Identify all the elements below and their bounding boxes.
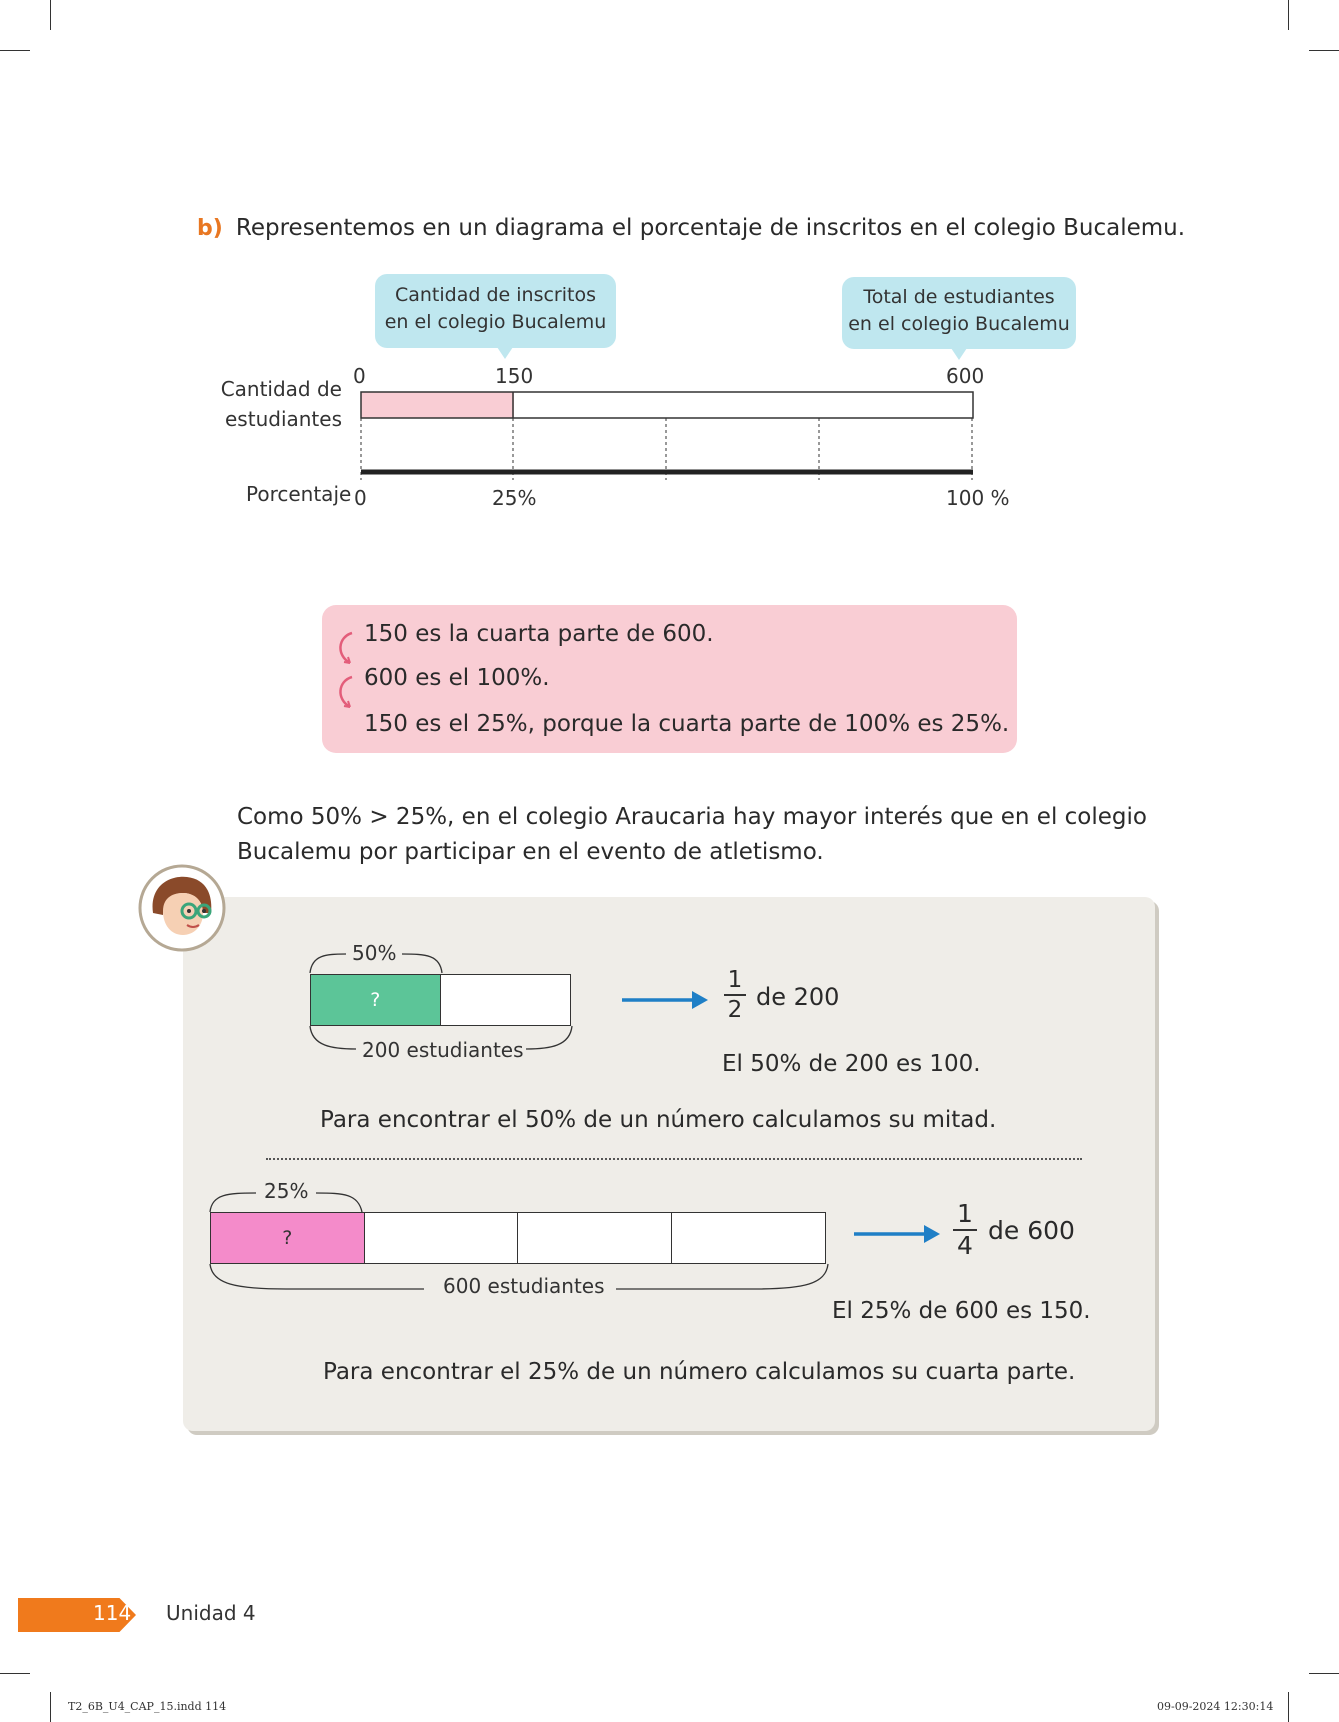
example2-fraction-denominator: 4 — [957, 1231, 973, 1260]
crop-mark — [1288, 1692, 1289, 1722]
example2-result: El 25% de 600 es 150. — [832, 1298, 1091, 1324]
crop-mark — [1309, 1673, 1339, 1674]
bubble-inscritos: Cantidad de inscritos en el colegio Buca… — [375, 274, 616, 348]
row-label-percent: Porcentaje — [246, 482, 352, 506]
example2-bar: ? — [210, 1212, 826, 1264]
example2-fraction-text: de 600 — [988, 1216, 1075, 1245]
example1-percent-label: 50% — [352, 941, 397, 965]
example2-percent-label: 25% — [264, 1179, 309, 1203]
example1-fraction-text: de 200 — [756, 983, 840, 1011]
explanation-line: 150 es el 25%, porque la cuarta parte de… — [364, 711, 1010, 737]
row-label-students-line2: estudiantes — [225, 407, 342, 431]
example2-shaded-cell: ? — [211, 1213, 365, 1263]
tick-label: 600 — [946, 364, 985, 388]
bubble-inscritos-line1: Cantidad de inscritos — [394, 284, 596, 306]
bubble-total: Total de estudiantes en el colegio Bucal… — [842, 277, 1076, 349]
example1-bar: ? — [310, 974, 571, 1026]
example1-fraction-denominator: 2 — [727, 997, 743, 1023]
row-label-students-line1: Cantidad de — [220, 377, 342, 401]
example1-result: El 50% de 200 es 100. — [722, 1051, 981, 1077]
diagram-shaded-segment — [361, 392, 514, 418]
example1-arrow-icon — [622, 991, 708, 1009]
explanation-box — [322, 605, 1017, 753]
example2-fraction-numerator: 1 — [953, 1199, 977, 1231]
example1-unknown: ? — [370, 989, 381, 1011]
example1-bottom-brace — [309, 1025, 573, 1050]
crop-mark — [1309, 50, 1339, 51]
conclusion-line2: Bucalemu por participar en el evento de … — [237, 839, 824, 865]
girl-with-glasses-avatar-icon — [138, 864, 226, 952]
timestamp: 09-09-2024 12:30:14 — [1157, 1700, 1274, 1713]
crop-mark — [50, 1692, 51, 1722]
row-label-students: Cantidad de estudiantes — [200, 374, 342, 434]
crop-mark — [50, 0, 51, 30]
linking-arrows-icon — [339, 631, 353, 709]
example2-top-brace — [209, 1192, 363, 1213]
crop-mark — [1288, 0, 1289, 30]
conclusion-line1: Como 50% > 25%, en el colegio Araucaria … — [237, 804, 1147, 830]
tick-label: 25% — [492, 486, 537, 510]
bubble-inscritos-line2: en el colegio Bucalemu — [384, 311, 607, 333]
example2-arrow-icon — [854, 1225, 940, 1243]
unit-label: Unidad 4 — [166, 1601, 256, 1625]
page-number: 114 — [93, 1601, 132, 1625]
bubble-total-line1: Total de estudiantes — [863, 286, 1055, 308]
tick-label: 150 — [495, 364, 534, 388]
bubble-total-line2: en el colegio Bucalemu — [848, 313, 1070, 335]
dotted-divider — [266, 1158, 1082, 1160]
example2-total-label: 600 estudiantes — [443, 1274, 605, 1298]
conclusion-paragraph: Como 50% > 25%, en el colegio Araucaria … — [237, 800, 1147, 870]
page-number-tab — [18, 1598, 136, 1632]
example1-rule: Para encontrar el 50% de un número calcu… — [320, 1107, 997, 1133]
tick-label: 100 % — [946, 486, 1010, 510]
example2-cell — [365, 1213, 518, 1263]
bubble-tail — [951, 348, 967, 360]
example2-fraction: 1 4 — [953, 1199, 977, 1261]
example2-cell — [518, 1213, 672, 1263]
tick-label: 0 — [353, 364, 366, 388]
example2-unknown: ? — [282, 1227, 293, 1249]
example2-bottom-brace — [209, 1263, 829, 1290]
example1-shaded-cell: ? — [311, 975, 441, 1025]
question-heading: b) Representemos en un diagrama el porce… — [197, 215, 1185, 241]
diagram-bar — [360, 391, 974, 419]
crop-mark — [0, 1673, 30, 1674]
file-info: T2_6B_U4_CAP_15.indd 114 — [68, 1700, 227, 1713]
example2-rule: Para encontrar el 25% de un número calcu… — [323, 1359, 1076, 1385]
example1-fraction-numerator: 1 — [724, 966, 746, 996]
percentage-diagram — [360, 391, 974, 480]
example1-top-brace — [309, 953, 443, 974]
question-letter: b) — [197, 216, 223, 241]
question-text: Representemos en un diagrama el porcenta… — [235, 215, 1186, 241]
explanation-line: 150 es la cuarta parte de 600. — [364, 621, 714, 647]
example1-fraction: 1 2 — [724, 966, 746, 1024]
bubble-tail — [497, 347, 513, 359]
tick-label: 0 — [354, 486, 367, 510]
example1-total-label: 200 estudiantes — [362, 1038, 524, 1062]
crop-mark — [0, 50, 30, 51]
explanation-line: 600 es el 100%. — [364, 665, 550, 691]
